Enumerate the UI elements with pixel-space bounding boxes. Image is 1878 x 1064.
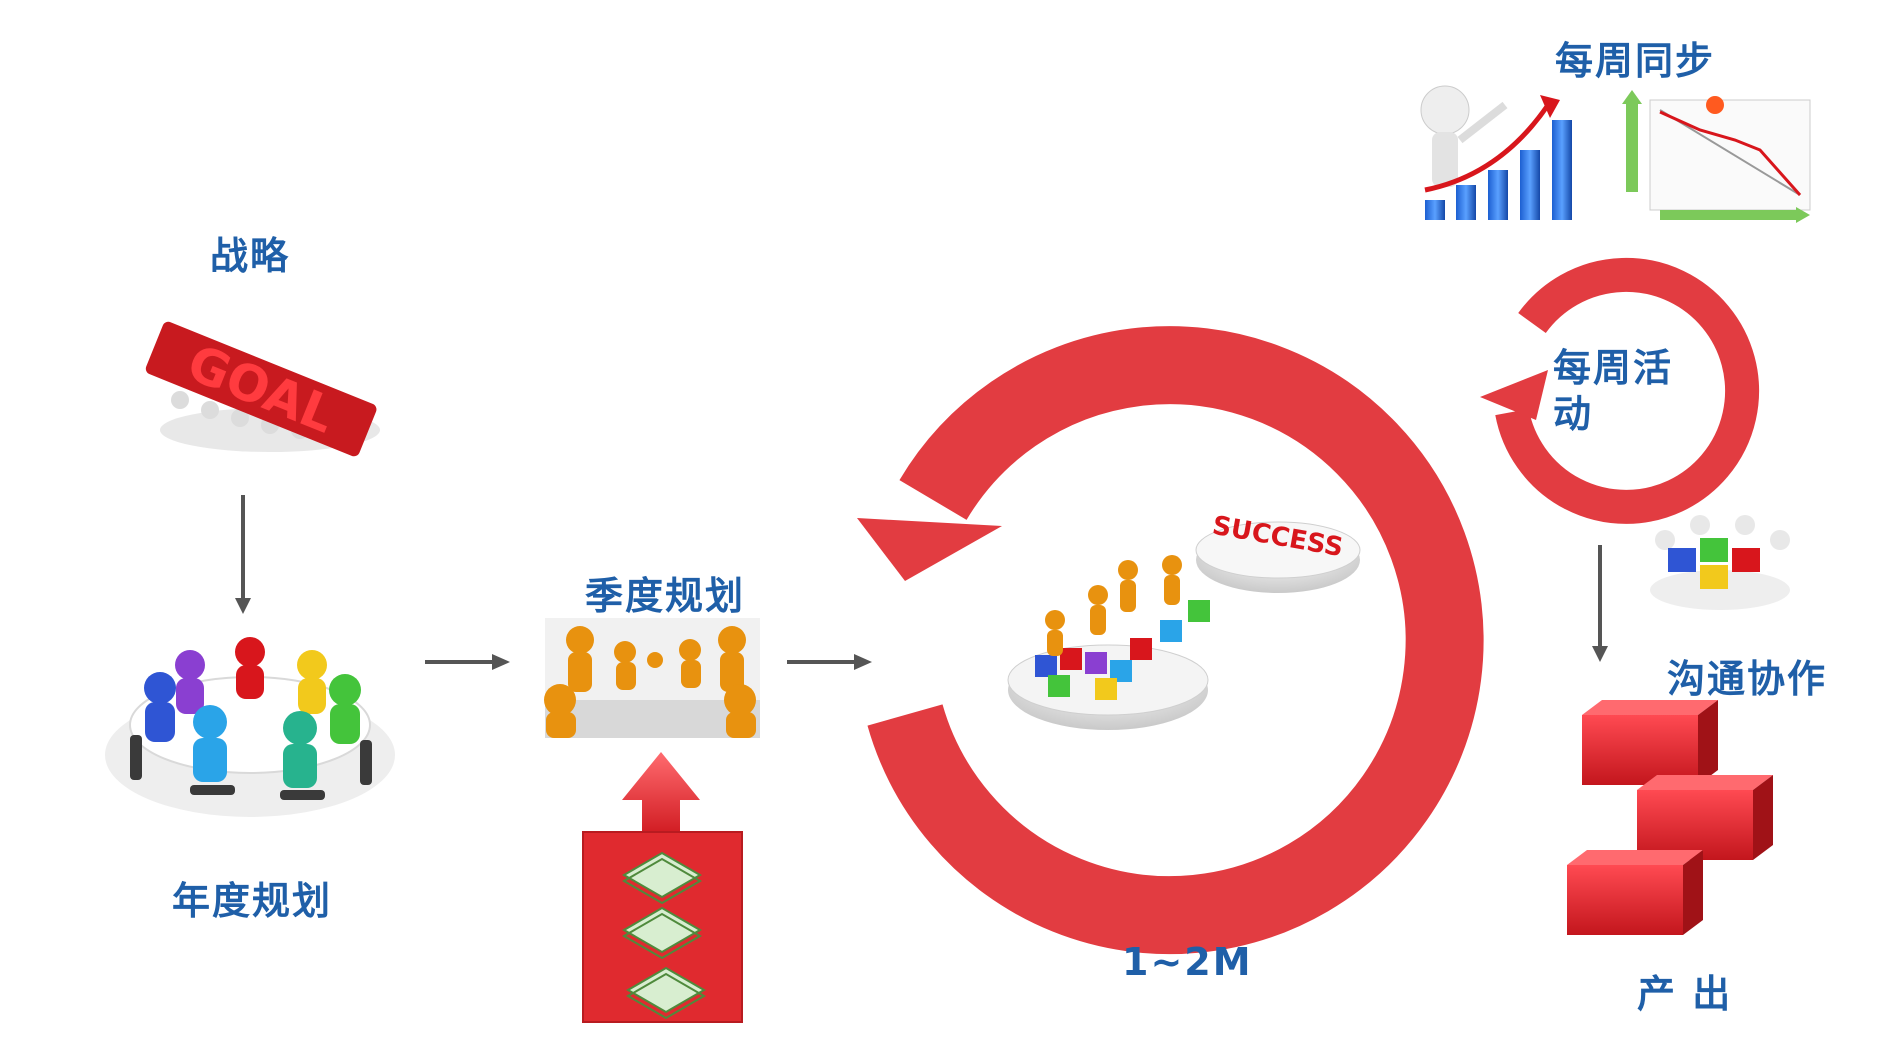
weekly-sync-label: 每周同步 [1555,39,1716,83]
burndown-chart-icon [1622,90,1811,223]
cycle-arrowhead [857,518,1002,581]
output-label: 产 出 [1637,972,1733,1016]
flow-arrows [235,495,1608,670]
bar-chart-icon [1420,85,1572,220]
communication-illustration [1650,515,1790,610]
annual-planning-label: 年度规划 [172,879,333,923]
weekly-ring [1480,257,1760,524]
weekly-activity-label: 每周活动 [1553,346,1674,436]
cycle-ring [857,326,1484,955]
communication-label: 沟通协作 [1667,657,1828,701]
output-blocks-illustration [1567,700,1773,935]
document-stack-icon [622,851,706,1020]
annual-meeting-illustration [105,637,395,817]
goal-illustration: GOAL [145,321,380,457]
success-illustration: SUCCESS [1007,511,1361,730]
arrow-weekly-to-output [1592,545,1608,662]
weekly-ring-arrowhead [1480,370,1548,420]
puzzle-pieces-icon [1035,600,1210,700]
weekly-sync-charts [1420,85,1811,223]
input-documents-arrow [582,752,743,1023]
arrow-strategy-to-annual [235,495,251,614]
quarterly-planning-label: 季度规划 [585,574,746,618]
quarterly-meeting-illustration [544,618,760,738]
strategy-label: 战略 [210,234,291,278]
cycle-duration-label: 1~2M [1122,940,1253,984]
arrow-annual-to-quarterly [425,654,510,670]
arrow-quarterly-to-cycle [787,654,872,670]
